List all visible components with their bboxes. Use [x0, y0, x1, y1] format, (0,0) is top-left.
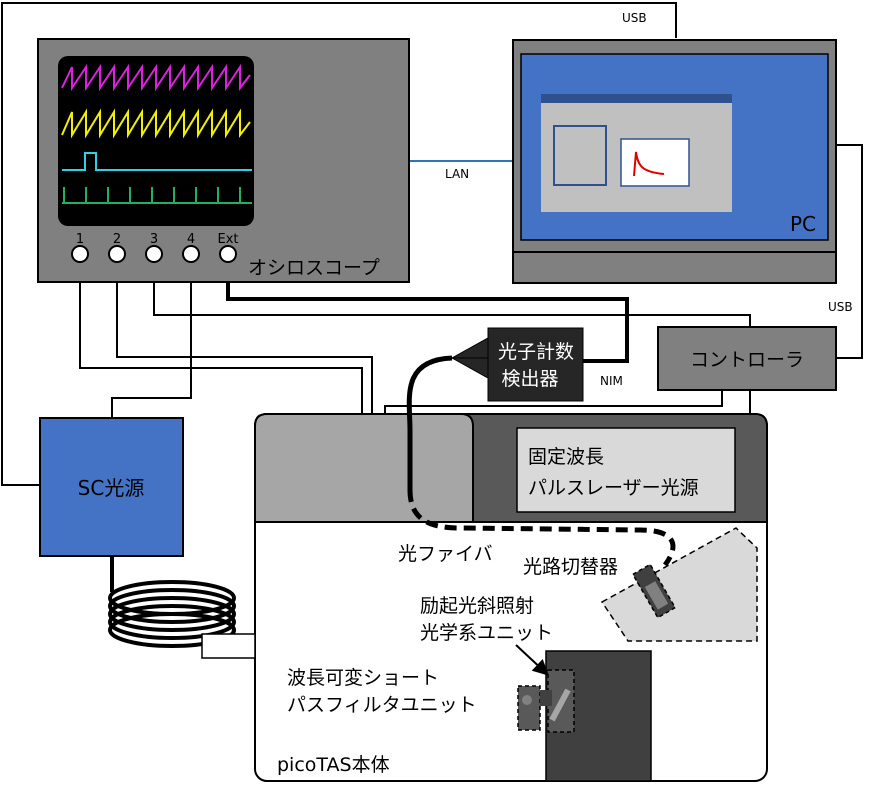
fiber-label: 光ファイバ — [398, 543, 493, 565]
controller-cable — [384, 390, 723, 414]
oscilloscope: 1 2 3 4 Ext オシロスコープ — [37, 38, 410, 283]
sc-source-label: SC光源 — [78, 476, 145, 500]
usb-top-label: USB — [622, 11, 647, 25]
filter-label-line1: 波長可変ショート — [287, 667, 439, 689]
usb-cable-top — [1, 2, 677, 486]
excitation-optics-unit — [547, 669, 575, 733]
optical-fiber — [406, 355, 676, 567]
usb-right-label: USB — [828, 300, 853, 314]
ch3-trace — [62, 152, 252, 171]
pc: PC — [512, 39, 837, 284]
nim-cable — [226, 262, 629, 363]
path-switcher-area — [600, 527, 758, 642]
ch2-cable — [116, 262, 373, 414]
pc-graph-panel — [620, 138, 690, 187]
ch1-trace — [61, 63, 251, 92]
nim-label: NIM — [600, 374, 623, 388]
filter-label-line2: パスフィルタユニット — [287, 694, 477, 716]
detector-label-line1: 光子計数 — [498, 341, 574, 363]
lan-label: LAN — [445, 167, 469, 181]
oscilloscope-screen — [58, 56, 254, 226]
ch3-label: 3 — [150, 232, 158, 247]
ch4-trace — [62, 187, 252, 204]
ch1-cable — [79, 262, 363, 414]
coiled-fiber — [108, 556, 236, 648]
excitation-label-line2: 光学系ユニット — [420, 622, 553, 644]
ch1-label: 1 — [76, 232, 84, 247]
fixed-laser-label-line1: 固定波長 — [528, 446, 604, 468]
detector-label-line2: 検出器 — [501, 368, 558, 390]
ch2-connector — [108, 245, 126, 263]
controller-label: コントローラ — [690, 349, 804, 371]
excitation-arrow — [515, 644, 549, 676]
path-switcher — [631, 563, 677, 619]
ext-connector — [219, 245, 237, 263]
sc-light-source: SC光源 — [39, 417, 184, 557]
fiber-port — [201, 633, 256, 659]
pc-window-panel — [553, 125, 607, 186]
path-switch-label: 光路切替器 — [523, 556, 618, 578]
ch4-label: 4 — [187, 232, 195, 247]
excitation-label-line1: 励起光斜照射 — [420, 595, 534, 617]
ch2-trace — [61, 108, 251, 139]
decay-curve — [633, 151, 665, 177]
oscilloscope-label: オシロスコープ — [248, 257, 380, 279]
ch4-connector — [182, 245, 200, 263]
controller: コントローラ — [657, 326, 837, 391]
ext-label: Ext — [217, 232, 238, 247]
ch4-cable — [111, 262, 192, 418]
ch2-label: 2 — [113, 232, 121, 247]
ch3-connector — [145, 245, 163, 263]
usb-cable-right — [836, 144, 863, 359]
main-body-label: picoTAS本体 — [277, 754, 390, 776]
fixed-laser-label-line2: パルスレーザー光源 — [528, 477, 699, 499]
ch1-connector — [71, 245, 89, 263]
fixed-wavelength-laser: 固定波長 パルスレーザー光源 — [516, 427, 736, 513]
pc-window-titlebar — [541, 94, 732, 103]
filter-unit — [517, 685, 552, 731]
photon-detector: 光子計数 検出器 — [450, 327, 584, 402]
pc-label: PC — [790, 212, 816, 236]
